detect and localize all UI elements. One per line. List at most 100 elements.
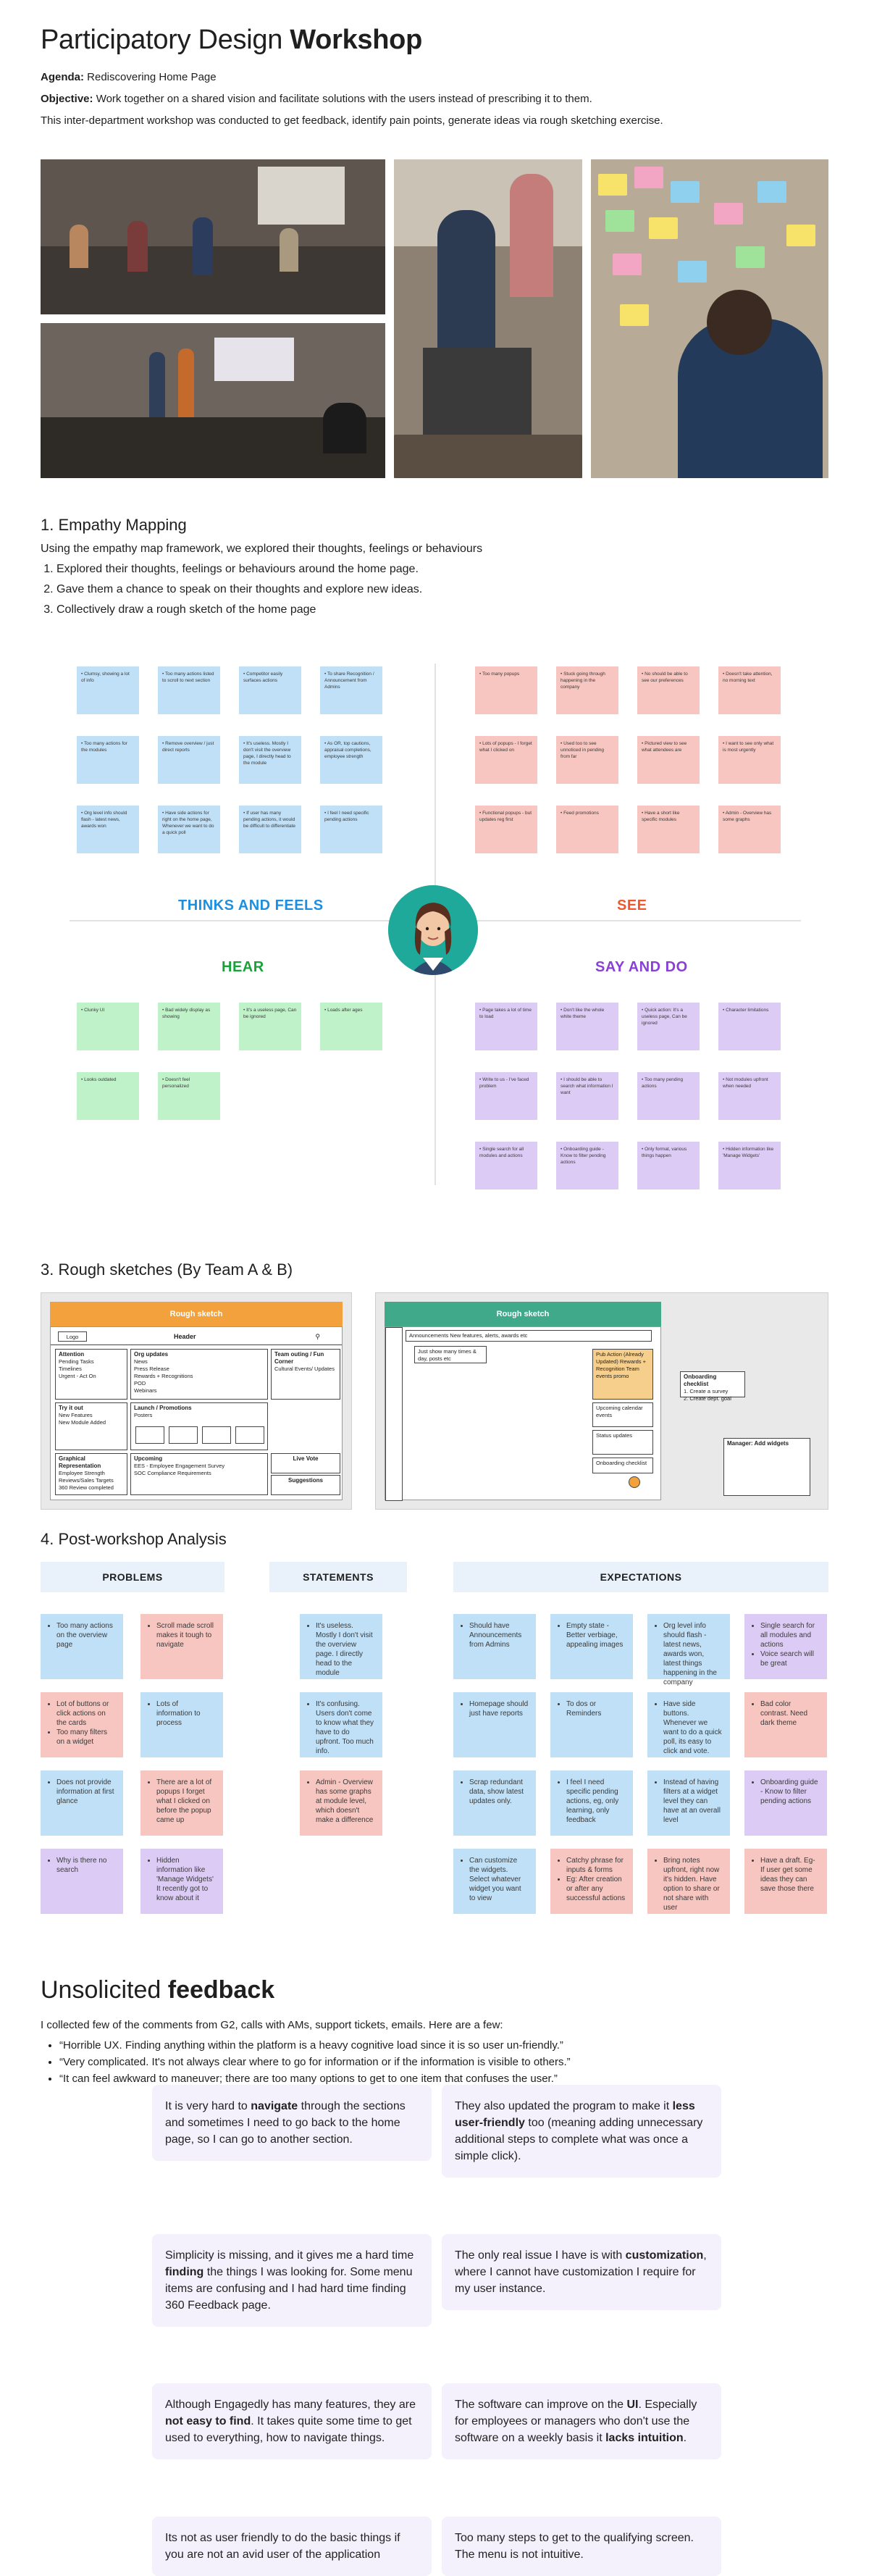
see-note: • Feed promotions bbox=[556, 806, 618, 853]
thinks-note: • Competitor easily surfaces actions bbox=[239, 666, 301, 714]
analysis-title: 4. Post-workshop Analysis bbox=[41, 1530, 227, 1548]
statement-note: It's confusing. Users don't come to know… bbox=[300, 1692, 382, 1757]
see-label: SEE bbox=[617, 898, 647, 913]
see-note: • I want to see only what is most urgent… bbox=[718, 736, 781, 784]
feedback-card: Too many steps to get to the qualifying … bbox=[442, 2517, 721, 2576]
see-note: • Have a short like specific modules bbox=[637, 806, 700, 853]
empathy-description: Using the empathy map framework, we expl… bbox=[41, 539, 482, 620]
sketch-a-search-icon: ⚲ bbox=[315, 1333, 320, 1340]
see-note: • Used too to see unnoticed in pending f… bbox=[556, 736, 618, 784]
expectation-note: To dos or Reminders bbox=[550, 1692, 633, 1757]
expectation-note: I feel I need specific pending actions, … bbox=[550, 1770, 633, 1836]
hear-note: • Loads after ages bbox=[320, 1003, 382, 1050]
see-note: • Functional popups - but updates reg fi… bbox=[475, 806, 537, 853]
problem-note: Lots of information to process bbox=[140, 1692, 223, 1757]
say-note: • Write to us - I've faced problem bbox=[475, 1072, 537, 1120]
expectation-note: Scrap redundant data, show latest update… bbox=[453, 1770, 536, 1836]
say-note: • I should be able to search what inform… bbox=[556, 1072, 618, 1120]
see-note: • Admin - Overview has some graphs bbox=[718, 806, 781, 853]
thinks-note: • It's useless. Mostly I don't visit the… bbox=[239, 736, 301, 784]
say-note: • Quick action: It's a useless page, Can… bbox=[637, 1003, 700, 1050]
thinks-note: • Have side actions for right on the hom… bbox=[158, 806, 220, 853]
problem-note: Too many actions on the overview page bbox=[41, 1614, 123, 1679]
thinks-note: • Clumsy, showing a lot of info bbox=[77, 666, 139, 714]
expectation-note: Have side buttons. Whenever we want to d… bbox=[647, 1692, 730, 1757]
say-note: • Single search for all modules and acti… bbox=[475, 1142, 537, 1189]
page-title: Participatory Design Workshop bbox=[41, 25, 422, 55]
statement-note: Admin - Overview has some graphs at modu… bbox=[300, 1770, 382, 1836]
expectations-header: EXPECTATIONS bbox=[453, 1562, 828, 1592]
see-note: • Too many popups bbox=[475, 666, 537, 714]
thinks-note: • Too many actions for the modules bbox=[77, 736, 139, 784]
see-note: • Lots of popups - I forget what I click… bbox=[475, 736, 537, 784]
say-note: • Not modules upfront when needed bbox=[718, 1072, 781, 1120]
feedback-card: It is very hard to navigate through the … bbox=[152, 2085, 432, 2161]
feedback-card: Its not as user friendly to do the basic… bbox=[152, 2517, 432, 2576]
sketch-team-b: Rough sketch Announcements New features,… bbox=[375, 1292, 828, 1510]
problems-header: PROBLEMS bbox=[41, 1562, 224, 1592]
hear-note: • Clunky UI bbox=[77, 1003, 139, 1050]
expectation-note: Onboarding guide - Know to filter pendin… bbox=[744, 1770, 827, 1836]
feedback-card: Although Engagedly has many features, th… bbox=[152, 2383, 432, 2459]
see-note: • No should be able to see our preferenc… bbox=[637, 666, 700, 714]
sketch-b-manage-widgets: Manager: Add widgets bbox=[723, 1438, 810, 1496]
intro: Agenda: Rediscovering Home Page Objectiv… bbox=[41, 71, 663, 127]
expectation-note: Can customize the widgets. Select whatev… bbox=[453, 1849, 536, 1914]
hear-note: • It's a useless page, Can be ignored bbox=[239, 1003, 301, 1050]
thinks-note: • Too many actions listed to scroll to n… bbox=[158, 666, 220, 714]
say-note: • Hidden information like 'Manage Widget… bbox=[718, 1142, 781, 1189]
sketch-b-dot bbox=[629, 1476, 640, 1488]
sketch-a-live-vote: Live Vote bbox=[271, 1453, 340, 1473]
see-note: • Pictured view to see what attendees ar… bbox=[637, 736, 700, 784]
sketch-a-header: Rough sketch bbox=[50, 1302, 343, 1326]
say-note: • Only format, various things happen bbox=[637, 1142, 700, 1189]
problem-note: Lot of buttons or click actions on the c… bbox=[41, 1692, 123, 1757]
feedback-card: They also updated the program to make it… bbox=[442, 2085, 721, 2178]
thinks-note: • Org level info should flash - latest n… bbox=[77, 806, 139, 853]
workshop-photo-3 bbox=[394, 159, 582, 478]
feedback-title: Unsolicited feedback bbox=[41, 1976, 275, 2004]
workshop-photo-4 bbox=[591, 159, 828, 478]
sketch-b-quick-posts: Just show many times & day, posts etc bbox=[414, 1346, 487, 1363]
hear-note: • Looks outdated bbox=[77, 1072, 139, 1120]
sketch-a-suggestions: Suggestions bbox=[271, 1475, 340, 1495]
hear-label: HEAR bbox=[222, 959, 264, 975]
sketch-b-upcoming: Upcoming calendar events bbox=[592, 1402, 653, 1427]
thinks-label: THINKS AND FEELS bbox=[178, 898, 324, 913]
workshop-photo-2 bbox=[41, 323, 385, 478]
problem-note: There are a lot of popups I forget what … bbox=[140, 1770, 223, 1836]
feedback-card: The software can improve on the UI. Espe… bbox=[442, 2383, 721, 2459]
problem-note: Does not provide information at first gl… bbox=[41, 1770, 123, 1836]
say-note: • Onboarding guide - Know to filter pend… bbox=[556, 1142, 618, 1189]
hear-note: • Doesn't feel personalized bbox=[158, 1072, 220, 1120]
hear-note: • Bad widely display as showing bbox=[158, 1003, 220, 1050]
problem-note: Scroll made scroll makes it tough to nav… bbox=[140, 1614, 223, 1679]
thinks-note: • If user has many pending actions, it w… bbox=[239, 806, 301, 853]
statements-header: STATEMENTS bbox=[269, 1562, 407, 1592]
thinks-note: • As OR, top cautions, appraisal complet… bbox=[320, 736, 382, 784]
feedback-card: The only real issue I have is with custo… bbox=[442, 2234, 721, 2310]
feedback-description: I collected few of the comments from G2,… bbox=[41, 2017, 837, 2087]
say-note: • Page takes a lot of time to load bbox=[475, 1003, 537, 1050]
sketch-b-header: Rough sketch bbox=[385, 1302, 661, 1326]
sketch-b-sidebar bbox=[385, 1327, 403, 1501]
thinks-note: • I feel I need specific pending actions bbox=[320, 806, 382, 853]
problem-note: Why is there no search bbox=[41, 1849, 123, 1914]
thinks-note: • Remove overview / just direct reports bbox=[158, 736, 220, 784]
empathy-title: 1. Empathy Mapping bbox=[41, 516, 187, 534]
persona-avatar bbox=[388, 885, 478, 975]
thinks-note: • To share Recognition / Announcement fr… bbox=[320, 666, 382, 714]
see-note: • Doesn't take attention, no morning tex… bbox=[718, 666, 781, 714]
feedback-card: Simplicity is missing, and it gives me a… bbox=[152, 2234, 432, 2327]
sketch-b-onboarding: Onboarding checklist bbox=[592, 1458, 653, 1473]
empathy-steps: Explored their thoughts, feelings or beh… bbox=[56, 559, 482, 620]
